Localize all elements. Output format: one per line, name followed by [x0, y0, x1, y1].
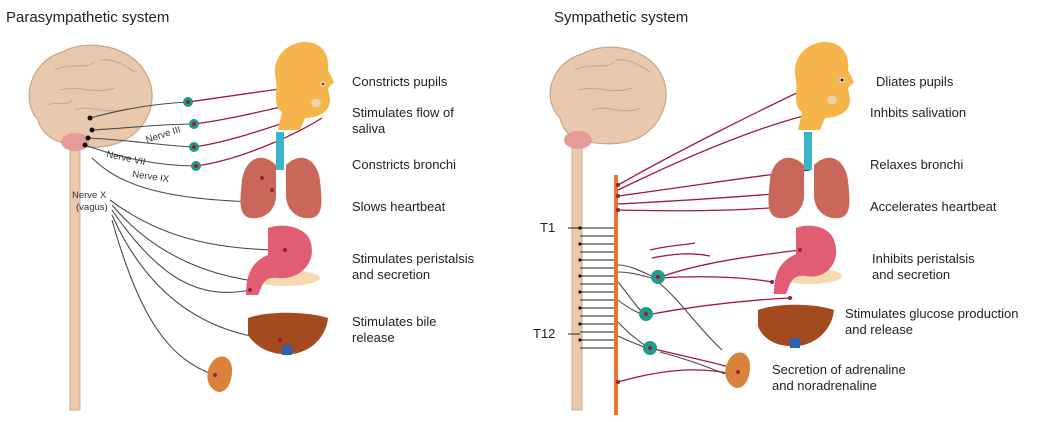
para-brain [29, 45, 152, 151]
symp-gray-fibers [618, 265, 725, 374]
nerve-iii-label: Nerve III [145, 124, 183, 146]
para-effect-5a: Stimulates peristalsis [352, 251, 475, 266]
symp-effect-4: Accelerates heartbeat [870, 199, 997, 214]
symp-effect-1: Dliates pupils [876, 74, 954, 89]
symp-effect-6a: Stimulates glucose production [845, 306, 1018, 321]
t1-label: T1 [540, 220, 555, 235]
vagus-label: (vagus) [76, 202, 108, 213]
symp-effect-7b: and noradrenaline [772, 378, 877, 393]
symp-kidney [725, 352, 750, 388]
nerve-ix-label: Nerve IX [132, 169, 171, 185]
symp-spinal-cord [572, 132, 582, 410]
para-spinal-cord [70, 130, 80, 410]
para-effect-5b: and secretion [352, 267, 430, 282]
para-effect-2a: Stimulates flow of [352, 105, 454, 120]
symp-effect-2: Inhbits salivation [870, 105, 966, 120]
para-ganglia [183, 97, 201, 171]
para-effect-4: Slows heartbeat [352, 199, 446, 214]
para-liver [248, 313, 328, 355]
symp-effect-5b: and secretion [872, 267, 950, 282]
parasympathetic-title: Parasympathetic system [6, 9, 169, 26]
para-head [275, 42, 334, 130]
t12-label: T12 [533, 326, 555, 341]
symp-lungs [768, 132, 849, 218]
para-effect-6a: Stimulates bile [352, 314, 437, 329]
symp-effect-3: Relaxes bronchi [870, 157, 963, 172]
para-stomach [246, 226, 320, 295]
nerve-x-label: Nerve X [72, 190, 107, 201]
nerve-vii-label: Nerve VII [105, 149, 146, 168]
para-kidney [207, 356, 232, 392]
symp-brain [550, 47, 666, 149]
para-effect-2b: saliva [352, 121, 386, 136]
symp-head [795, 42, 854, 130]
symp-effect-6b: and release [845, 322, 913, 337]
para-effect-6b: release [352, 330, 395, 345]
para-effect-1: Constricts pupils [352, 74, 448, 89]
para-effect-3: Constricts bronchi [352, 157, 456, 172]
symp-stomach [770, 226, 842, 294]
symp-effect-7a: Secretion of adrenaline [772, 362, 906, 377]
para-lungs [240, 132, 321, 218]
sympathetic-title: Sympathetic system [554, 9, 688, 26]
symp-liver [758, 296, 834, 348]
symp-effect-5a: Inhibits peristalsis [872, 251, 975, 266]
para-effect-labels: Constricts pupils Stimulates flow of sal… [352, 74, 475, 345]
